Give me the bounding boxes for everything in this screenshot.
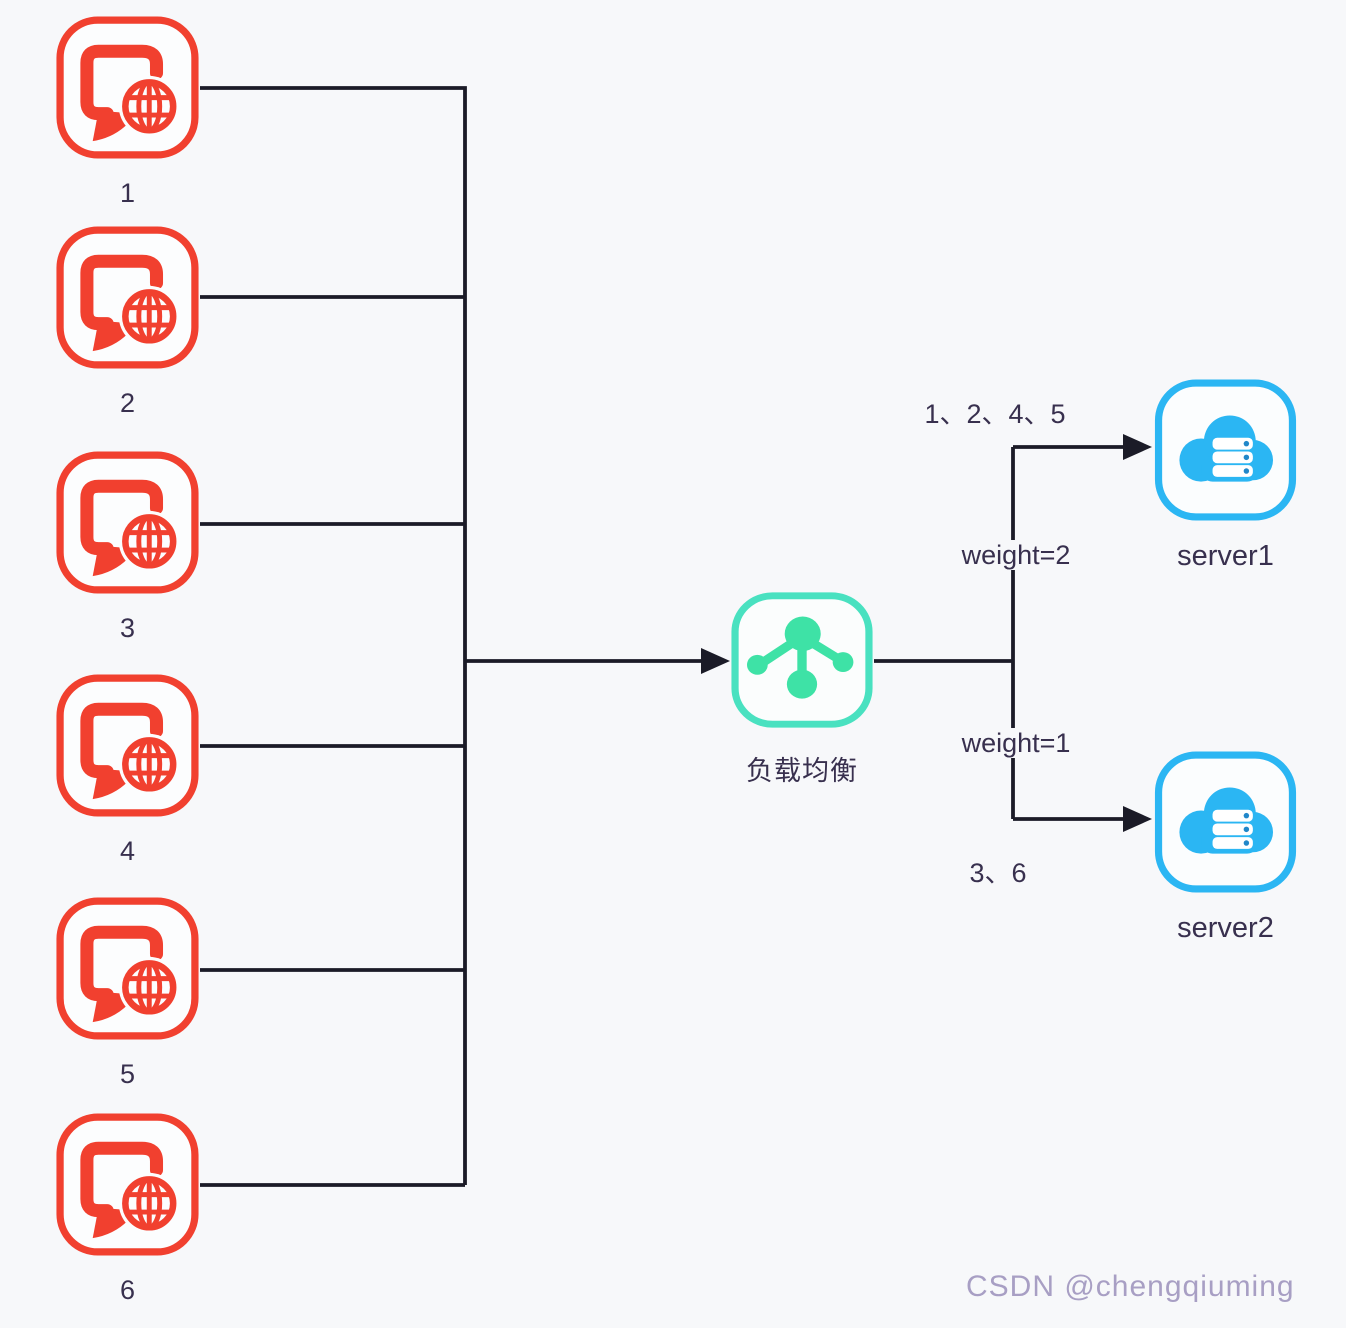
client-node-3: 3: [55, 450, 200, 644]
server2-label: server2: [1177, 912, 1274, 944]
client-label: 3: [119, 613, 136, 643]
load-balancer-node: 负载均衡: [730, 591, 874, 788]
cloud-server-icon: [1154, 751, 1297, 893]
client-node-4: 4: [55, 673, 200, 867]
server1-node: server1: [1153, 378, 1298, 573]
server2-requests-label: 3、6: [969, 858, 1027, 888]
client-label: 1: [119, 178, 136, 208]
web-client-icon: [56, 16, 199, 159]
client-label: 5: [119, 1059, 136, 1089]
web-client-icon: [56, 897, 199, 1040]
arrowhead-into-lb: [701, 648, 730, 674]
csdn-watermark: CSDN @chengqiuming: [966, 1270, 1295, 1303]
web-client-icon: [56, 674, 199, 817]
client-node-5: 5: [55, 896, 200, 1090]
server1-requests-label: 1、2、4、5: [924, 399, 1066, 429]
client-label: 2: [119, 388, 136, 418]
client-node-2: 2: [55, 225, 200, 419]
web-client-icon: [56, 226, 199, 369]
web-client-icon: [56, 1113, 199, 1256]
web-client-icon: [56, 451, 199, 594]
client-node-6: 6: [55, 1112, 200, 1306]
server1-weight-label: weight=2: [896, 540, 1136, 571]
server2-weight-label: weight=1: [896, 728, 1136, 759]
load-balancer-label: 负载均衡: [746, 756, 858, 786]
arrowhead-into-server2: [1123, 806, 1152, 832]
server1-label: server1: [1177, 540, 1274, 572]
client-label: 4: [119, 836, 136, 866]
arrowhead-into-server1: [1123, 434, 1152, 460]
server2-node: server2: [1153, 750, 1298, 945]
client-label: 6: [119, 1275, 136, 1305]
lb-branch-line: [874, 447, 1015, 819]
load-balancer-hub-icon: [731, 592, 873, 728]
cloud-server-icon: [1154, 379, 1297, 521]
client-bus-line: [200, 86, 467, 1187]
client-node-1: 1: [55, 15, 200, 209]
